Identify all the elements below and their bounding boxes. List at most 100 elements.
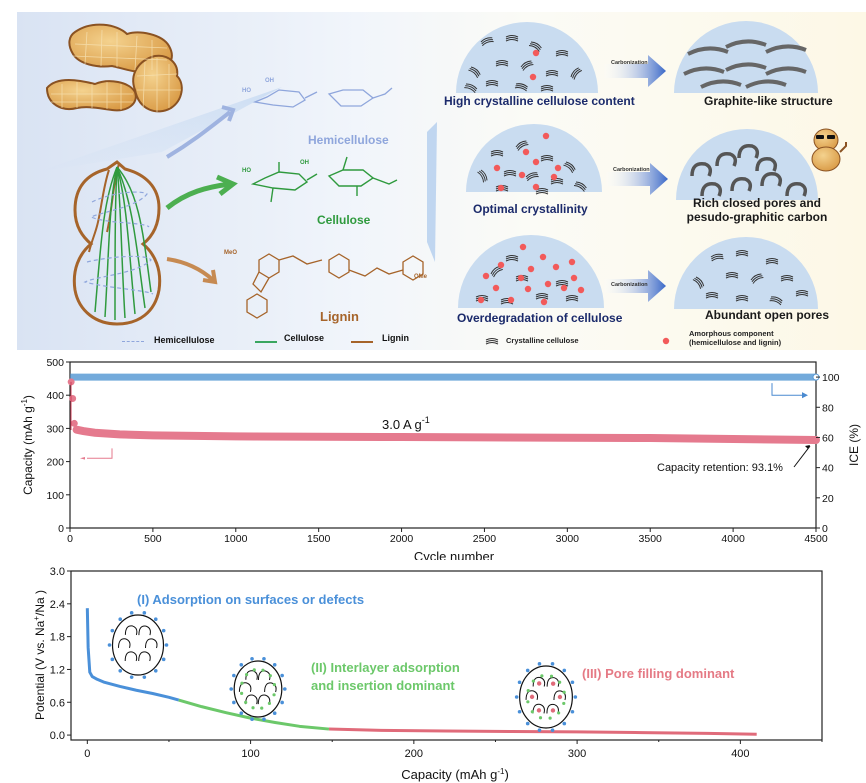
pore-filling-dot	[529, 694, 535, 700]
interlayer-dot	[240, 681, 244, 685]
sodium-dot	[537, 728, 542, 732]
pore-filling-dot	[536, 708, 542, 713]
region-1-curve	[85, 608, 180, 702]
sodium-dot	[262, 656, 266, 661]
y-tick-label: 0	[58, 523, 64, 535]
row-3-precursor-caption: Overdegradation of cellulose	[457, 311, 623, 325]
pore-arc	[124, 651, 138, 662]
carbonization-arrow-2	[606, 163, 668, 195]
crystalline-legend-label: Crystalline cellulose	[506, 336, 579, 345]
sodium-dot	[129, 611, 134, 615]
crystalline-legend-icon	[485, 338, 499, 345]
lignin-label: Lignin	[320, 309, 359, 324]
shell-cross-section	[72, 160, 162, 326]
sodium-dot	[239, 662, 244, 667]
interlayer-dot	[562, 690, 566, 694]
row-2-product-caption-line-2: pesudo-graphitic carbon	[686, 210, 828, 224]
lignin-legend-swatch	[351, 341, 373, 343]
region-2-label-line-2: and insertion dominant	[311, 678, 455, 693]
cellulose-structure	[250, 156, 398, 203]
projection-beam	[37, 87, 282, 172]
y-tick-label: 200	[46, 457, 64, 469]
y2-axis-label: ICE (%)	[847, 424, 861, 466]
arrow-to-lignin	[166, 257, 215, 282]
pore-filling-dot	[550, 708, 556, 713]
amorphous-legend-label: Amorphous component (hemicellulose and l…	[689, 329, 781, 347]
sodium-dot	[153, 617, 158, 621]
hemicellulose-legend-swatch	[122, 341, 144, 342]
pore-arc	[118, 638, 131, 649]
capacity-point	[70, 419, 78, 427]
amorphous-legend-line-1: Amorphous component	[689, 329, 774, 338]
row-2-precursor-caption: Optimal crystallinity	[473, 202, 588, 216]
carbonization-arrow-3	[604, 270, 666, 302]
bracket-beam	[427, 122, 437, 262]
x-tick-label: 3500	[639, 533, 663, 545]
sodium-dot	[153, 669, 158, 673]
x-axis-label: Capacity (mAh g-1)	[401, 767, 509, 782]
pore-arc	[245, 694, 258, 705]
precursor-dome-1	[456, 22, 598, 93]
y-axis-label: Potential (V vs. Na+/Na )	[32, 590, 47, 720]
y-tick-label: 100	[46, 490, 64, 502]
row-1-precursor-caption: High crystalline cellulose content	[444, 94, 635, 108]
interlayer-dot	[538, 716, 543, 720]
pore-arc	[124, 625, 138, 636]
sodium-dot	[118, 669, 123, 673]
interlayer-dot	[268, 674, 272, 678]
retention-pointer	[793, 445, 811, 468]
interlayer-dot	[251, 706, 255, 710]
pore-arc	[138, 651, 151, 662]
pore-arc	[238, 682, 252, 693]
region-2-curve	[178, 698, 330, 731]
region-3-curve	[328, 727, 757, 736]
row-1-process-label: Carbonization	[611, 60, 648, 66]
x-tick-label: 200	[405, 748, 423, 760]
capacity-point	[67, 378, 75, 386]
carbon-particles	[107, 611, 578, 732]
y-tick-label: 1.2	[50, 664, 65, 676]
interlayer-dot	[562, 701, 566, 706]
sodium-dot	[525, 721, 530, 726]
ice-axis-arrow	[771, 383, 804, 396]
hemi-oh-label: OH	[265, 78, 274, 84]
pore-arc	[532, 703, 545, 714]
sodium-dot	[272, 711, 277, 716]
retention-pointer-head	[805, 445, 810, 450]
lignin-structure	[246, 253, 424, 319]
sodium-dot	[517, 709, 522, 714]
y-tick-label: 500	[46, 357, 64, 369]
cellulose-legend-label: Cellulose	[284, 333, 325, 343]
cell-oh-label: OH	[300, 160, 309, 166]
interlayer-dot	[531, 679, 535, 683]
y-tick-label: 1.8	[50, 632, 65, 644]
sodium-dot	[161, 657, 166, 662]
interlayer-dot	[530, 710, 534, 714]
sodium-dot	[250, 717, 254, 722]
product-dome-1	[674, 21, 818, 93]
region-2-label: (II) Interlayer adsorption	[311, 660, 460, 675]
x-tick-label: 2500	[473, 533, 497, 545]
y-tick-label: 400	[46, 390, 64, 402]
row-1-product-caption: Graphite-like structure	[704, 94, 833, 108]
interlayer-dot	[244, 700, 248, 704]
amorphous-legend-icon	[662, 337, 670, 345]
sodium-dot	[272, 662, 277, 667]
x-tick-label: 500	[144, 533, 162, 545]
interlayer-dot	[272, 683, 276, 687]
sodium-dot	[118, 617, 123, 621]
amorphous-dot	[532, 49, 540, 57]
sodium-dot	[161, 628, 166, 633]
region-1-label: (I) Adsorption on surfaces or defects	[137, 592, 364, 607]
rate-annotation: 3.0 A g-1	[382, 415, 430, 432]
particle-adsorption	[107, 611, 169, 679]
x-tick-label: 100	[241, 748, 259, 760]
row-2-product-caption-line-1: Rich closed pores and	[692, 196, 822, 210]
interlayer-dot	[244, 673, 249, 677]
row-2-optimal	[466, 124, 847, 200]
row-2-product-caption: Rich closed pores and pesudo-graphitic c…	[682, 196, 832, 224]
x-tick-label: 4000	[721, 533, 745, 545]
